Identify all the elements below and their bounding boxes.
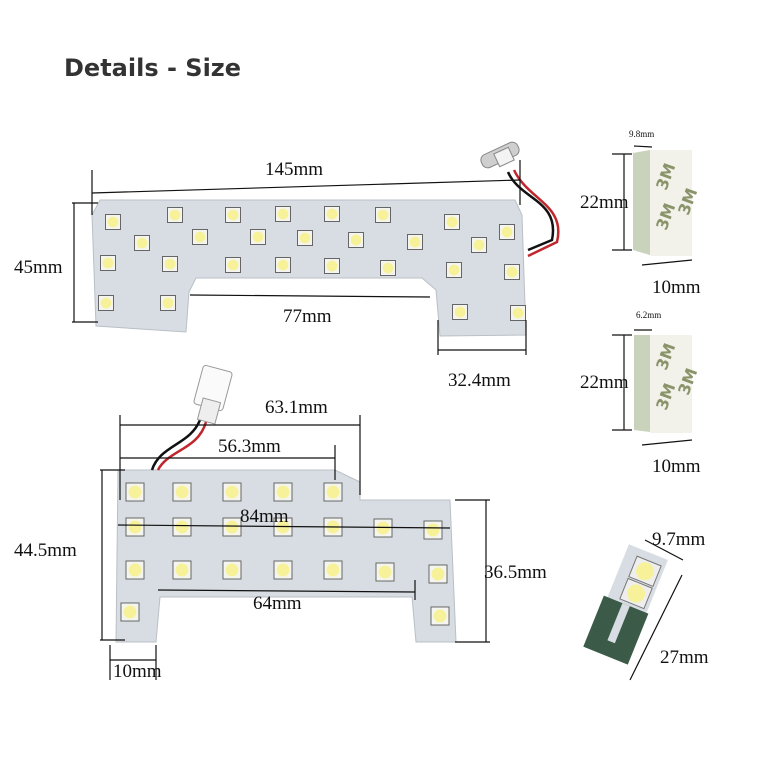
led-chip [452, 304, 468, 320]
led-chip [375, 207, 391, 223]
led-chip [222, 482, 242, 502]
led-chip [510, 305, 526, 321]
bottom-height-label: 44.5mm [14, 540, 77, 561]
led-chip [275, 206, 291, 222]
top-board-dimensions [72, 160, 527, 355]
top-height-label: 45mm [14, 257, 63, 278]
led-chip [222, 560, 242, 580]
led-chip [444, 214, 460, 230]
led-chip [105, 214, 121, 230]
led-chip [125, 482, 145, 502]
led-chip [125, 517, 145, 537]
bottom-right-height-label: 36.5mm [484, 562, 547, 583]
bottom-tab-label: 10mm [113, 661, 162, 682]
led-chip [172, 560, 192, 580]
led-chip [134, 235, 150, 251]
led-chip [192, 229, 208, 245]
t10-width-label: 9.7mm [652, 529, 706, 550]
led-chip [222, 517, 242, 537]
led-chip [225, 257, 241, 273]
led-chip [446, 262, 462, 278]
adhesive-pad-thick: 3M 3M 3M [612, 145, 701, 266]
thick-pad-thickness-label: 9.8mm [629, 129, 654, 139]
led-chip [504, 264, 520, 280]
bottom-width-b-label: 56.3mm [218, 436, 281, 457]
top-tab-label: 32.4mm [448, 370, 511, 391]
led-chip [162, 256, 178, 272]
bottom-led-board [115, 364, 457, 643]
led-chip [275, 257, 291, 273]
t10-socket-icon [150, 364, 233, 471]
led-chip [324, 206, 340, 222]
led-chip [428, 564, 448, 584]
led-chip [160, 295, 176, 311]
led-chip [471, 237, 487, 253]
led-chip [348, 232, 364, 248]
top-width-label: 145mm [265, 159, 323, 180]
thin-pad-width-label: 10mm [652, 456, 701, 477]
led-chip [273, 482, 293, 502]
led-chip [323, 482, 343, 502]
t10-led-board [583, 544, 668, 665]
led-chip [250, 229, 266, 245]
led-chip [423, 520, 443, 540]
bottom-board-dimensions [100, 415, 490, 680]
thick-pad-height-label: 22mm [580, 192, 629, 213]
led-chip [373, 518, 393, 538]
led-chip [98, 295, 114, 311]
led-chip [297, 230, 313, 246]
led-chip [120, 602, 140, 622]
led-chip [407, 234, 423, 250]
bottom-width-a-label: 63.1mm [265, 397, 328, 418]
adhesive-pad-thin: 3M 3M 3M [612, 329, 701, 446]
led-chip [380, 260, 396, 276]
led-chip [499, 224, 515, 240]
led-chip [273, 560, 293, 580]
top-cutout-label: 77mm [283, 306, 332, 327]
led-chip [100, 255, 116, 271]
led-chip [225, 207, 241, 223]
bottom-total-width-label: 84mm [240, 506, 289, 527]
thin-pad-height-label: 22mm [580, 372, 629, 393]
led-chip [172, 482, 192, 502]
led-chip [375, 562, 395, 582]
thick-pad-width-label: 10mm [652, 277, 701, 298]
led-chip [167, 207, 183, 223]
t10-length-label: 27mm [660, 647, 709, 668]
bottom-cutout-label: 64mm [253, 593, 302, 614]
page-title: Details - Size [64, 54, 241, 82]
led-chip [430, 606, 450, 626]
t10-dimensions [629, 539, 684, 681]
led-chip [125, 560, 145, 580]
led-chip [323, 560, 343, 580]
led-chip [324, 258, 340, 274]
top-led-board [91, 141, 560, 337]
thin-pad-thickness-label: 6.2mm [636, 310, 661, 320]
led-chip [172, 517, 192, 537]
